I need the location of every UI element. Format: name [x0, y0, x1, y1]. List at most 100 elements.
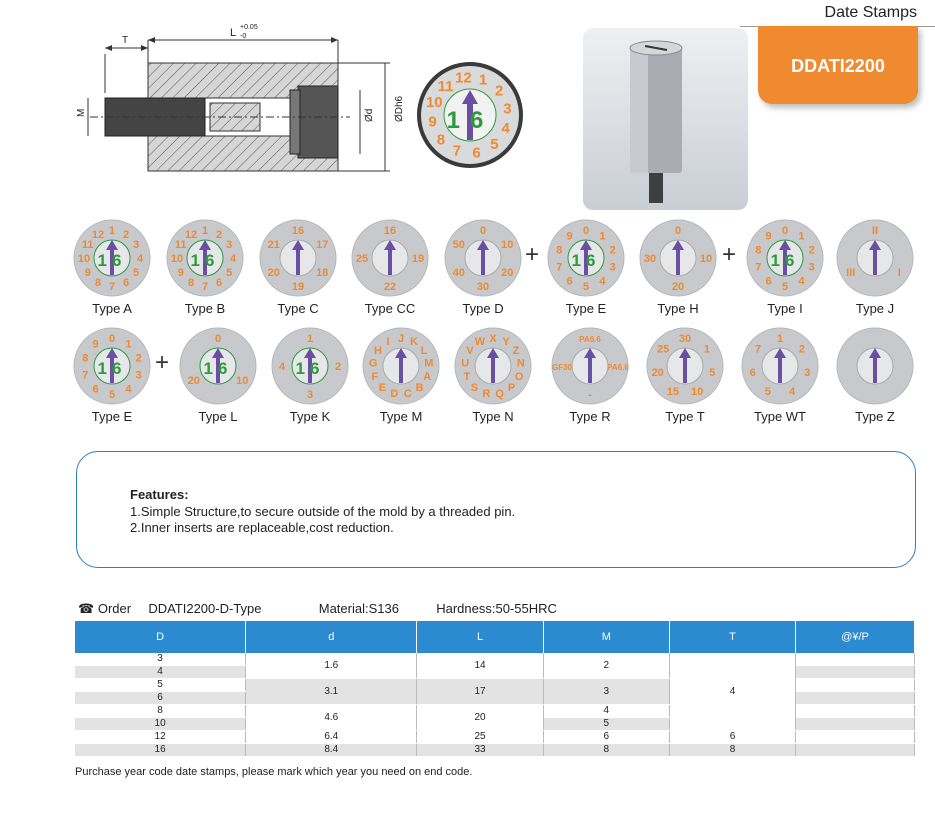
section-title: Date Stamps [824, 4, 917, 21]
stamp-ring-label: C [404, 388, 412, 400]
cell-price [795, 717, 915, 731]
stamp-ring-label: 9 [92, 338, 98, 350]
stamp-ring-label: 7 [755, 262, 761, 274]
order-code: DDATI2200-D-Type [148, 601, 262, 616]
cell-d: 8.4 [245, 743, 418, 757]
cell-L: 33 [416, 743, 544, 757]
stamp-ring-label: S [471, 382, 478, 394]
big-dial-number: 5 [490, 136, 498, 153]
stamp-type-label: Type H [657, 301, 699, 316]
cell-M: 2 [543, 653, 670, 679]
stamp-ring-label: 2 [216, 229, 222, 241]
stamp-center-label: 16 [572, 251, 601, 270]
stamp-ring-label: 4 [599, 276, 606, 288]
stamp-ring-label: 4 [789, 386, 796, 398]
cell-T: 6 [669, 730, 797, 744]
stamp-ring-label: 40 [453, 267, 465, 279]
stamp-ring-label: 15 [667, 386, 679, 398]
stamp-ring-label: 4 [798, 276, 805, 288]
stamp-ring-label: N [517, 358, 525, 370]
table-row: 12 6.4 25 6 6 [75, 730, 915, 744]
stamp-ring-label: K [410, 336, 418, 348]
col-header-L: L [416, 621, 544, 653]
cell-M: 5 [543, 717, 670, 731]
stamp-ring-label: 1 [202, 225, 208, 237]
stamp-ring-label: - [588, 389, 592, 401]
stamp-ring-label: 30 [644, 253, 656, 265]
stamp-ring-label: D [390, 388, 398, 400]
stamp-ring-label: 0 [109, 333, 115, 345]
stamp-ring-label: 20 [188, 375, 200, 387]
stamp-type-label: Type I [767, 301, 803, 316]
table-row: 10 5 [75, 717, 915, 731]
stamp-type-label: Type Z [855, 409, 895, 424]
stamp-ring-label: 3 [809, 262, 815, 274]
stamp-ring-label: 3 [610, 262, 616, 274]
stamp-ring-label: 3 [226, 239, 232, 251]
stamp-ring-label: 9 [566, 230, 572, 242]
table-header-row: D d L M T @¥/P [75, 621, 915, 653]
stamp-ring-label: 6 [566, 276, 572, 288]
cell-D: 3 [75, 653, 247, 666]
features-panel [76, 451, 916, 568]
stamp-ring-label: 25 [657, 344, 669, 356]
stamp-ring-label: I [898, 267, 901, 279]
stamp-ring-label: 4 [230, 253, 237, 265]
stamp-ring-label: 6 [765, 276, 771, 288]
stamp-ring-label: Q [495, 388, 504, 400]
stamp-ring-label: 1 [798, 230, 804, 242]
l-tolerance-upper: +0.05 [240, 24, 258, 31]
stamp-center-label: 16 [296, 359, 325, 378]
stamp-center-label: 16 [98, 251, 127, 270]
table-row: 4 [75, 665, 915, 679]
stamp-ring-label: 22 [384, 281, 396, 293]
stamp-ring-label: 1 [777, 333, 783, 345]
stamp-ring-label: 2 [123, 229, 129, 241]
stamp-ring-label: PA6.6 [579, 335, 601, 344]
stamp-ring-label: 3 [804, 367, 810, 379]
order-info-row: ☎ Order DDATI2200-D-Type Material:S136 H… [78, 601, 557, 617]
cell-M: 3 [543, 678, 670, 705]
stamp-ring-label: 30 [477, 281, 489, 293]
stamp-ring-label: 10 [501, 239, 513, 251]
stamp-type-label: Type R [569, 409, 611, 424]
stamp-ring-label: 6 [123, 277, 129, 289]
stamp-type-label: Type N [472, 409, 514, 424]
cell-L: 14 [416, 653, 544, 679]
stamp-ring-label: 16 [292, 225, 304, 237]
cell-price [795, 704, 915, 718]
stamp-ring-label: 9 [178, 267, 184, 279]
purchase-note: Purchase year code date stamps, please m… [75, 766, 473, 778]
cell-T: 4 [669, 653, 797, 731]
big-dial-number: 8 [437, 131, 445, 148]
cell-price [795, 678, 915, 692]
m-dimension-label: M [76, 109, 87, 117]
stamp-ring-label: O [515, 371, 524, 383]
cell-D: 10 [75, 717, 247, 731]
hardness-text: Hardness:50-55HRC [436, 601, 557, 616]
table-row: 3 1.6 14 2 4 [75, 653, 915, 731]
stamp-ring-label: 7 [82, 370, 88, 382]
stamp-center-label: 16 [771, 251, 800, 270]
cell-D: 8 [75, 704, 247, 718]
stamp-ring-label: 50 [453, 239, 465, 251]
big-dial-number: 12 [455, 70, 472, 87]
stamp-ring-label: Y [502, 336, 510, 348]
cell-L: 25 [416, 730, 544, 744]
big-dial-number: 2 [495, 83, 503, 100]
stamp-ring-label: 20 [672, 281, 684, 293]
stamp-ring-label: II [872, 225, 878, 237]
cell-price [795, 653, 915, 666]
stamp-type-label: Type E [565, 301, 607, 316]
col-header-price: @¥/P [795, 621, 915, 653]
stamp-type-label: Type T [665, 409, 705, 424]
stamp-ring-label: 5 [709, 367, 715, 379]
cell-D: 16 [75, 743, 247, 757]
stamp-ring-label: 7 [556, 262, 562, 274]
stamp-ring-label: 11 [82, 239, 94, 251]
